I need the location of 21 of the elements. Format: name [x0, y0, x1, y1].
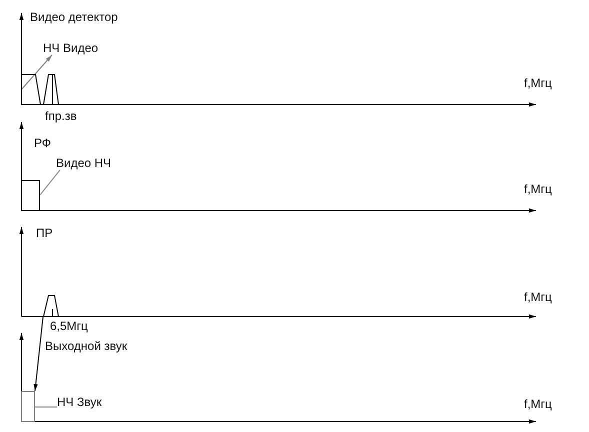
- chart-title: ПР: [36, 226, 53, 240]
- arrow: [34, 316, 44, 392]
- spectrum-label: Видео НЧ: [56, 156, 112, 170]
- axis-label: f,Мгц: [524, 290, 552, 304]
- spectrum-block: [21, 180, 40, 211]
- frequency-label: 6,5Мгц: [50, 319, 88, 333]
- spectrum-block: [21, 74, 41, 105]
- leader-line: [34, 406, 58, 408]
- spectrum-block: [21, 391, 35, 422]
- spectrum-label: НЧ Звук: [57, 395, 102, 409]
- frequency-label: fпр.зв: [45, 109, 77, 123]
- chart-title: Видео детектор: [30, 10, 118, 24]
- axis-label: f,Мгц: [524, 182, 552, 196]
- chart-title: Выходной звук: [45, 339, 128, 353]
- chart-title: РФ: [34, 136, 51, 150]
- arrow: [20, 54, 52, 90]
- spectrum-label: НЧ Видео: [43, 41, 98, 55]
- axis-label: f,Мгц: [524, 76, 552, 90]
- axis-label: f,Мгц: [524, 397, 552, 411]
- spectrum-peak: [43, 295, 59, 317]
- leader-line: [40, 170, 60, 196]
